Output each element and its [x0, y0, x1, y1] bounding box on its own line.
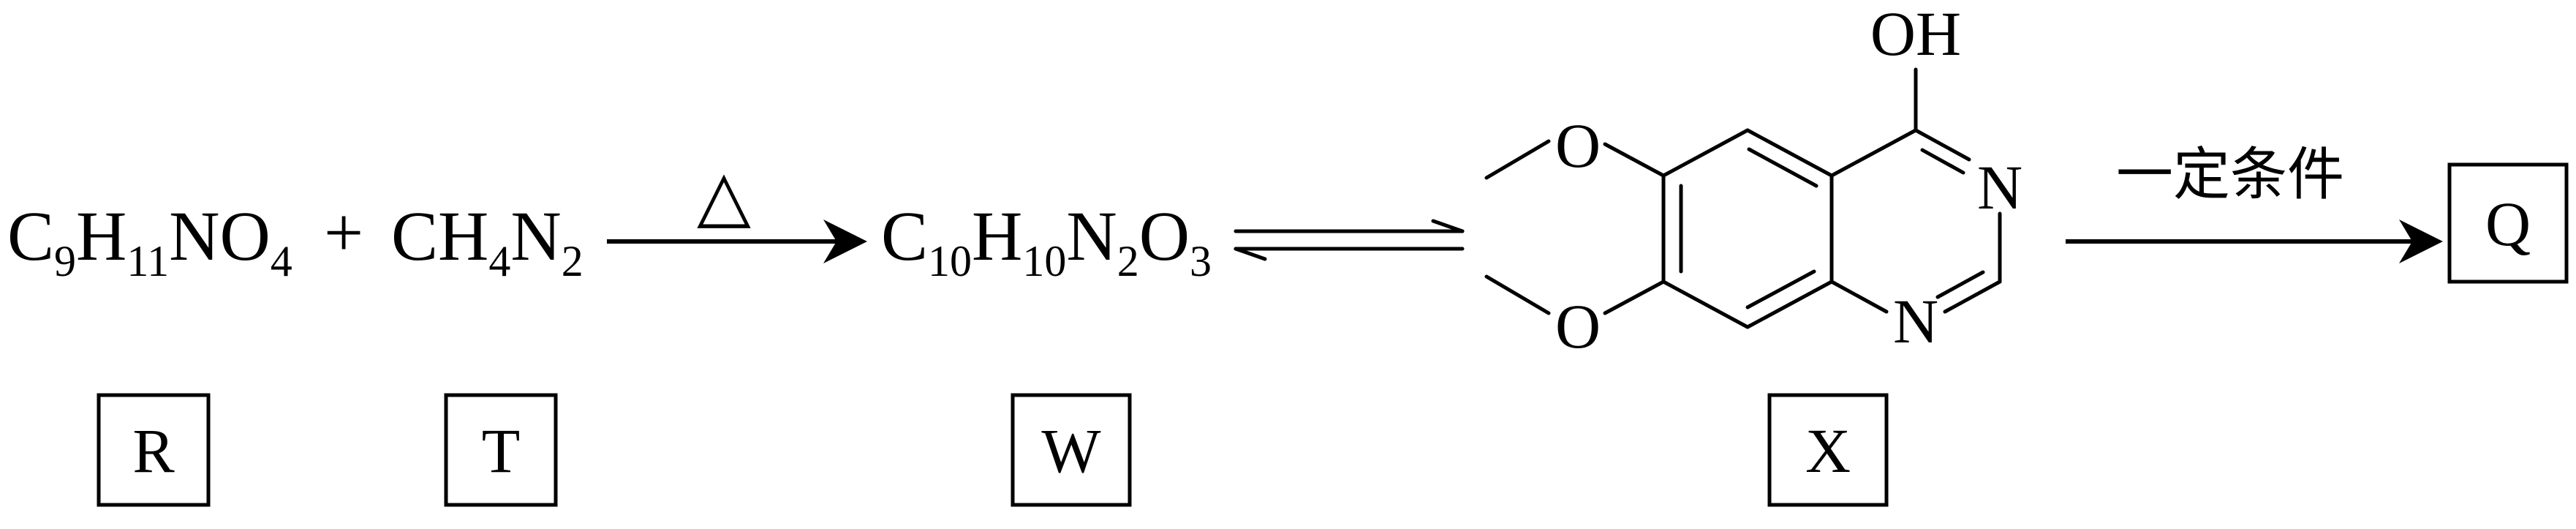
formula-r: C9H11NO4	[7, 197, 292, 285]
plus-sign: +	[324, 193, 363, 271]
label-w: W	[1041, 416, 1100, 486]
formula-t: CH4N2	[391, 197, 583, 285]
box-t	[444, 393, 558, 507]
arrow-2-condition: 一定条件	[2116, 142, 2344, 208]
box-r	[97, 393, 211, 507]
atom-o-lower: O	[1555, 291, 1601, 361]
box-x	[1767, 393, 1889, 507]
label-q: Q	[2485, 189, 2531, 259]
box-q	[2447, 162, 2569, 284]
atom-n-upper: N	[1977, 152, 2022, 222]
structure-x: OH N N O O	[1484, 0, 2022, 361]
box-w	[1011, 393, 1132, 507]
equilibrium-arrows	[1234, 219, 1465, 261]
label-x: X	[1805, 416, 1851, 486]
heat-condition: △	[697, 157, 751, 235]
atom-oh: OH	[1870, 0, 1961, 69]
formula-w: C10H10N2O3	[881, 197, 1212, 285]
atom-o-upper: O	[1555, 110, 1601, 181]
atom-n-lower: N	[1893, 286, 1938, 356]
label-t: T	[482, 416, 521, 486]
label-r: R	[132, 416, 175, 486]
